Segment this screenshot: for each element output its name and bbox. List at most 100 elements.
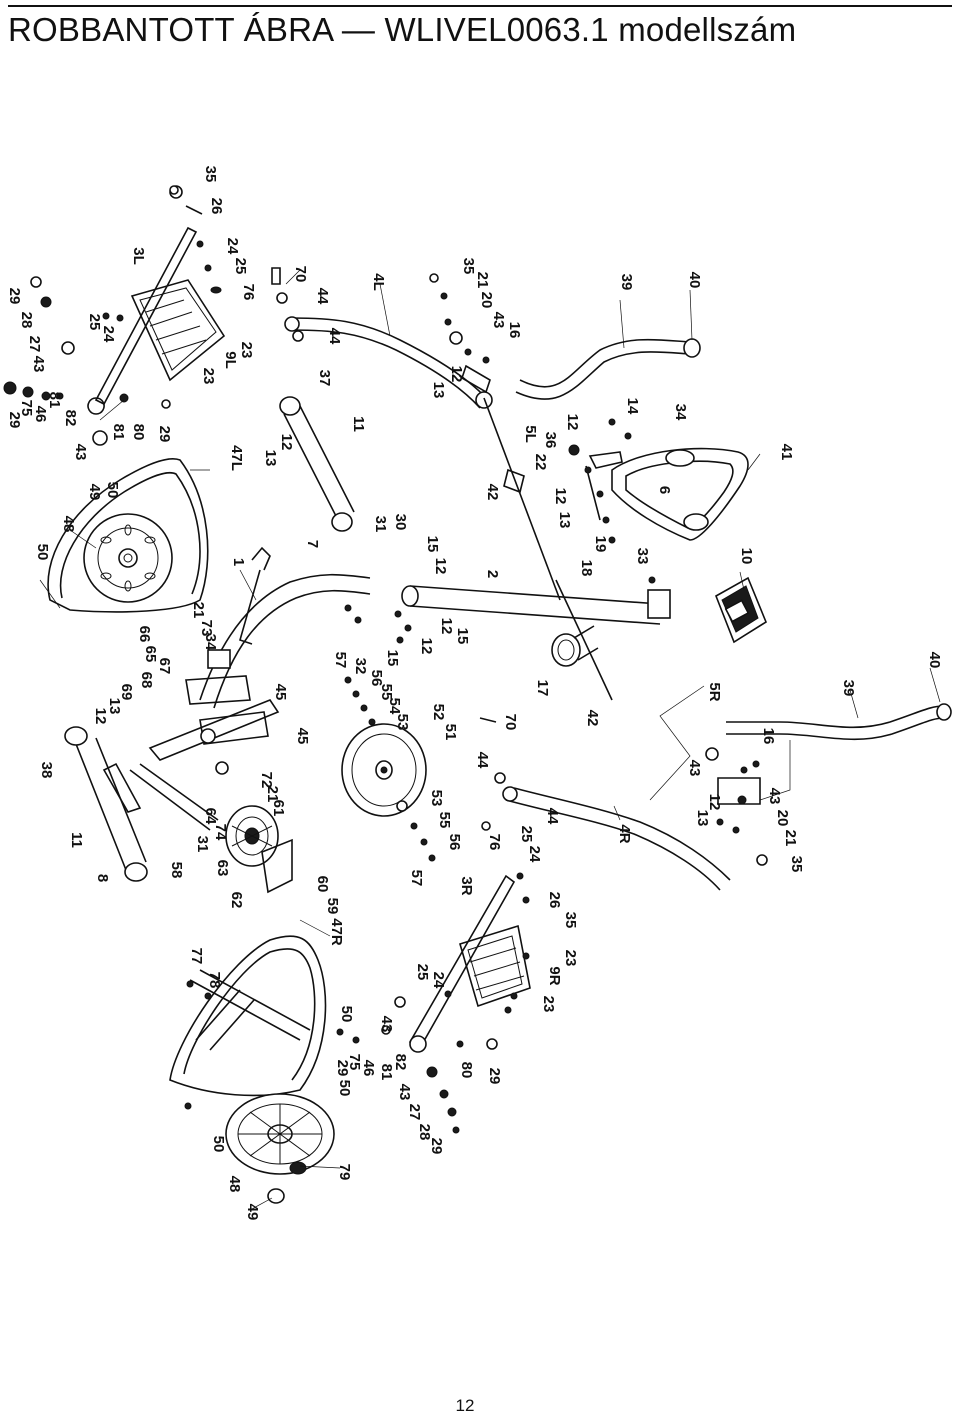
part-label: 12 (552, 488, 569, 505)
part-label: 75 (346, 1054, 363, 1071)
part-label: 43 (766, 788, 783, 805)
part-label: 68 (138, 672, 155, 689)
part-label: 2 (484, 570, 501, 578)
part-label: 15 (384, 650, 401, 667)
part-label: 81 (378, 1064, 395, 1081)
part-label: 11 (68, 832, 85, 848)
part-label: 21 (782, 830, 799, 847)
part-label: 66 (136, 626, 153, 643)
part-label: 57 (332, 652, 349, 669)
part-label: 10 (738, 548, 755, 565)
hardware-center (344, 604, 530, 904)
part-label: 58 (168, 862, 185, 879)
part-label: 39 (618, 274, 635, 291)
part-label: 79 (336, 1164, 353, 1181)
part-label: 35 (460, 258, 477, 275)
part-label: 15 (454, 628, 471, 645)
part-label: 12 (564, 414, 581, 431)
part-label: 44 (474, 752, 491, 769)
part-label: 47R (328, 918, 345, 946)
part-label: 8 (94, 874, 111, 882)
part-label: 75 (18, 400, 35, 417)
part-label: 50 (104, 482, 121, 499)
part-label: 46 (360, 1060, 377, 1077)
part-label: 33 (634, 548, 651, 565)
part-label: 36 (542, 432, 559, 449)
handle-bar-lower (717, 703, 952, 805)
page-number: 12 (455, 1396, 475, 1415)
part-label: 18 (578, 560, 595, 577)
part-label: 56 (446, 834, 463, 851)
handle-bar-right (502, 786, 731, 891)
part-label: 23 (540, 996, 557, 1013)
part-label: 24 (224, 238, 241, 255)
part-label: 44 (314, 288, 331, 305)
part-label: 49 (86, 484, 103, 501)
part-label: 23 (238, 342, 255, 359)
part-label: 43 (686, 760, 703, 777)
part-labels: 35263L242576239L237044444L35212043161213… (6, 166, 943, 1221)
part-label: 31 (372, 516, 389, 533)
part-label: 5L (522, 425, 539, 443)
part-label: 72 (258, 772, 275, 789)
leader-lines (39, 269, 941, 1211)
part-label: 48 (60, 516, 77, 533)
part-label: 21 (474, 272, 491, 289)
part-label: 37 (316, 370, 333, 387)
part-label: 78 (206, 972, 223, 989)
part-label: 50 (34, 544, 51, 561)
pulse-grip-frame (611, 447, 749, 541)
part-label: 38 (38, 762, 55, 779)
part-label: 12 (706, 794, 723, 811)
exploded-view-diagram: 35263L242576239L237044444L35212043161213… (3, 166, 952, 1221)
part-label: 50 (338, 1006, 355, 1023)
part-label: 25 (232, 258, 249, 275)
part-label: 26 (208, 198, 225, 215)
part-label: 24 (100, 326, 117, 343)
part-label: 81 (46, 392, 63, 409)
hardware-left-foot (3, 276, 171, 446)
part-label: 27 (26, 336, 43, 353)
part-label: 3L (130, 247, 147, 265)
part-label: 50 (210, 1136, 227, 1153)
part-label: 20 (774, 810, 791, 827)
part-label: 4R (616, 824, 633, 843)
part-label: 11 (350, 416, 367, 432)
part-label: 70 (502, 714, 519, 731)
pedal-arm-right (408, 874, 531, 1053)
part-label: 34 (202, 634, 219, 651)
part-label: 60 (314, 876, 331, 893)
part-label: 32 (352, 658, 369, 675)
part-label: 13 (556, 512, 573, 529)
part-label: 81 (110, 424, 127, 441)
flywheel-cover-left (47, 458, 209, 613)
hardware-right (568, 418, 768, 866)
part-label: 53 (428, 790, 445, 807)
part-label: 49 (244, 1204, 261, 1221)
console-bracket (503, 451, 623, 521)
part-label: 4L (370, 273, 387, 291)
part-label: 41 (778, 444, 795, 461)
part-label: 43 (396, 1084, 413, 1101)
part-label: 31 (194, 836, 211, 853)
part-label: 80 (458, 1062, 475, 1079)
part-label: 77 (188, 948, 205, 965)
part-label: 12 (92, 708, 109, 725)
flywheel-cover-right (169, 935, 327, 1097)
part-label: 25 (86, 314, 103, 331)
part-label: 12 (448, 366, 465, 383)
part-label: 44 (326, 328, 343, 345)
part-label: 12 (418, 638, 435, 655)
part-label: 3R (458, 876, 475, 895)
part-label: 43 (30, 356, 47, 373)
part-label: 24 (430, 972, 447, 989)
center-post (401, 397, 671, 701)
handle-bar-upper (515, 338, 701, 400)
part-label: 64 (202, 808, 219, 825)
part-label: 56 (368, 670, 385, 687)
part-label: 55 (436, 812, 453, 829)
part-label: 30 (392, 514, 409, 531)
part-label: 80 (130, 424, 147, 441)
part-label: 51 (442, 724, 459, 741)
console (715, 576, 767, 644)
